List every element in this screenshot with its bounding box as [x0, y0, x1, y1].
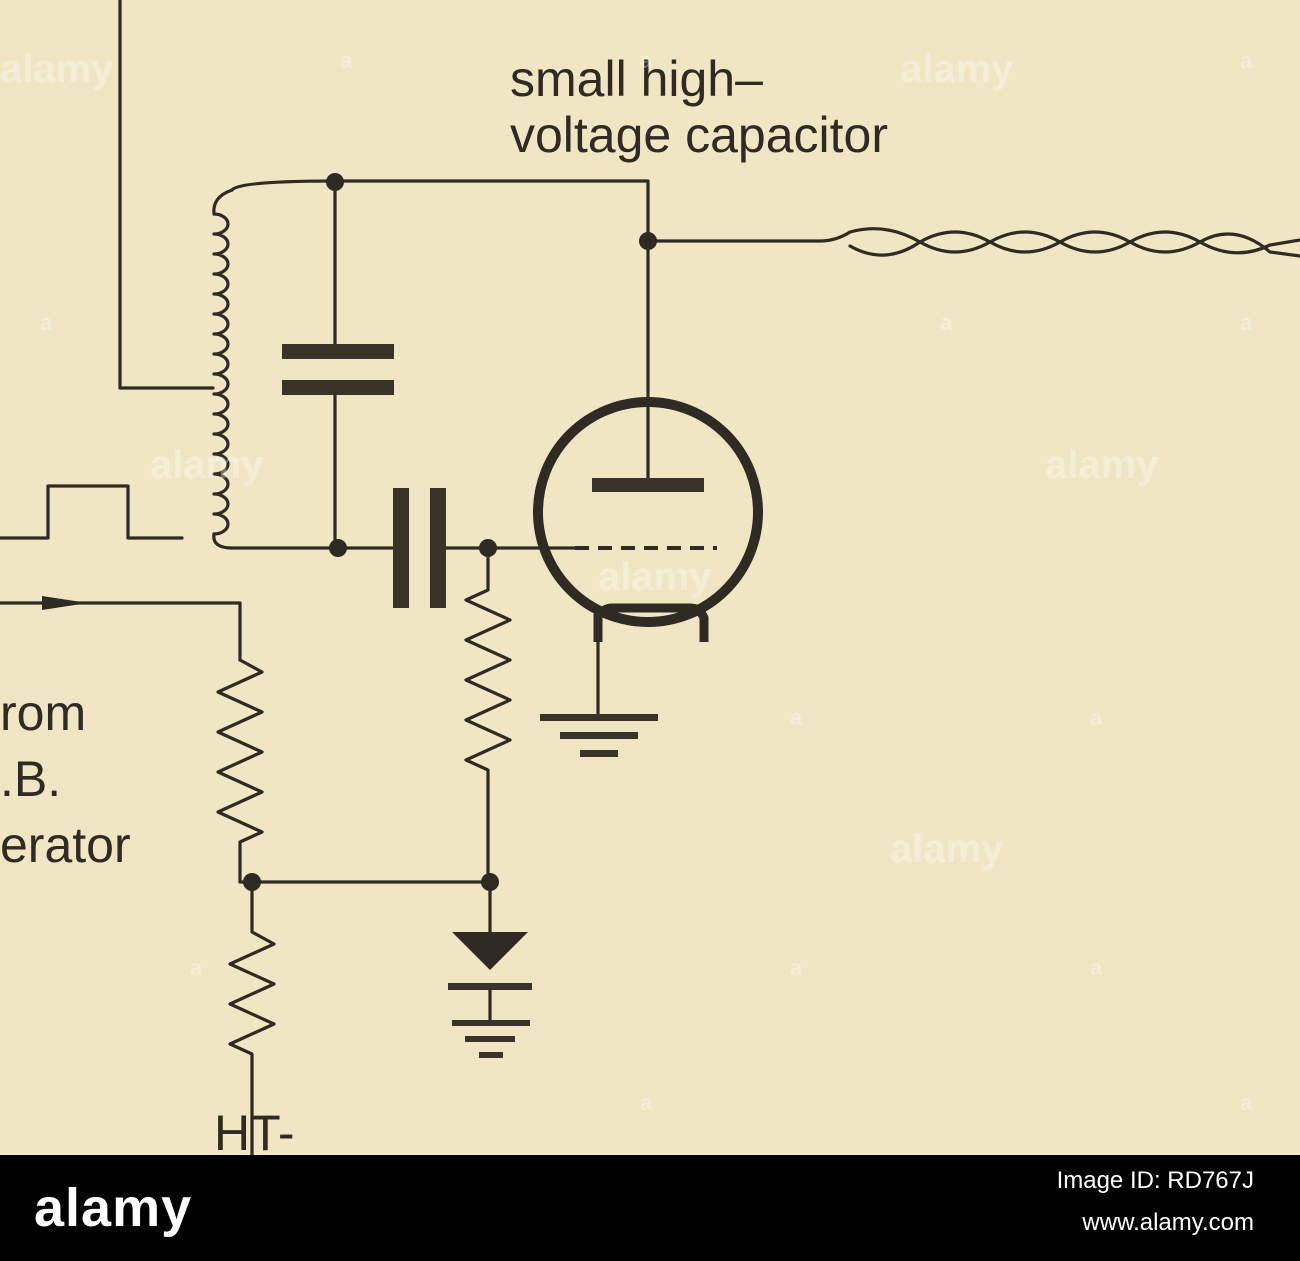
image-id-label: Image ID: RD767J [1056, 1167, 1254, 1194]
ht-minus-label: HT- [214, 1105, 295, 1155]
vacuum-tube [533, 239, 763, 642]
footer-logo: alamy [34, 1178, 193, 1238]
cap-note-line2: voltage capacitor [510, 107, 888, 163]
diode-bar [448, 983, 532, 990]
from-label-line2: .B. [0, 751, 61, 807]
coil-tap-wire [118, 0, 215, 390]
footer-url-link[interactable]: www.alamy.com [1082, 1209, 1254, 1236]
resistor-ht [228, 880, 276, 1092]
circuit-schematic: small high– voltage capacitor rom .B. er… [0, 0, 1300, 1155]
watermark: alamy [1045, 443, 1159, 487]
tank-cap-plate-bottom [282, 380, 394, 395]
diagram-area: small high– voltage capacitor rom .B. er… [0, 0, 1300, 1155]
input-wire [0, 601, 242, 662]
tank-cap-plate-top [282, 344, 394, 359]
watermark: alamy [598, 555, 712, 599]
watermark-mark: a [190, 955, 203, 980]
watermark-mark: a [1240, 48, 1253, 73]
twisted-pair-lead [646, 227, 1300, 258]
watermark-mark: a [640, 1090, 653, 1115]
watermark-mark: a [1090, 955, 1103, 980]
watermark-mark: a [40, 310, 53, 335]
pulse-waveform [0, 484, 184, 540]
watermark: alamy [150, 443, 264, 487]
tube-cathode [593, 603, 709, 642]
watermark-mark: a [340, 48, 353, 73]
watermark-mark: a [1240, 310, 1253, 335]
watermark: alamy [0, 47, 114, 91]
from-label-line1: rom [0, 685, 86, 741]
watermark: alamy [900, 47, 1014, 91]
cap-note-line1: small high– [510, 51, 763, 107]
watermark-mark: a [640, 48, 653, 73]
watermark-mark: a [790, 955, 803, 980]
watermark-mark: a [1090, 705, 1103, 730]
ground-icon-tube [540, 714, 658, 757]
diode-icon [452, 932, 528, 970]
inductor-coil [212, 188, 340, 550]
ground-icon-diode [452, 1020, 530, 1058]
tube-anode-plate [592, 478, 704, 492]
top-rail-wire [230, 179, 650, 243]
from-label-line3: erator [0, 817, 131, 873]
resistor-left [216, 658, 264, 884]
input-arrow-icon [42, 596, 88, 610]
coupling-cap-plate-left [393, 488, 409, 608]
watermark-mark: a [940, 310, 953, 335]
resistor-grid [464, 546, 512, 884]
watermark-mark: a [790, 705, 803, 730]
coupling-cap-plate-right [430, 488, 446, 608]
watermark: alamy [890, 827, 1004, 871]
watermark-mark: a [1240, 1090, 1253, 1115]
footer-bar: alamy Image ID: RD767J www.alamy.com [0, 1155, 1300, 1261]
